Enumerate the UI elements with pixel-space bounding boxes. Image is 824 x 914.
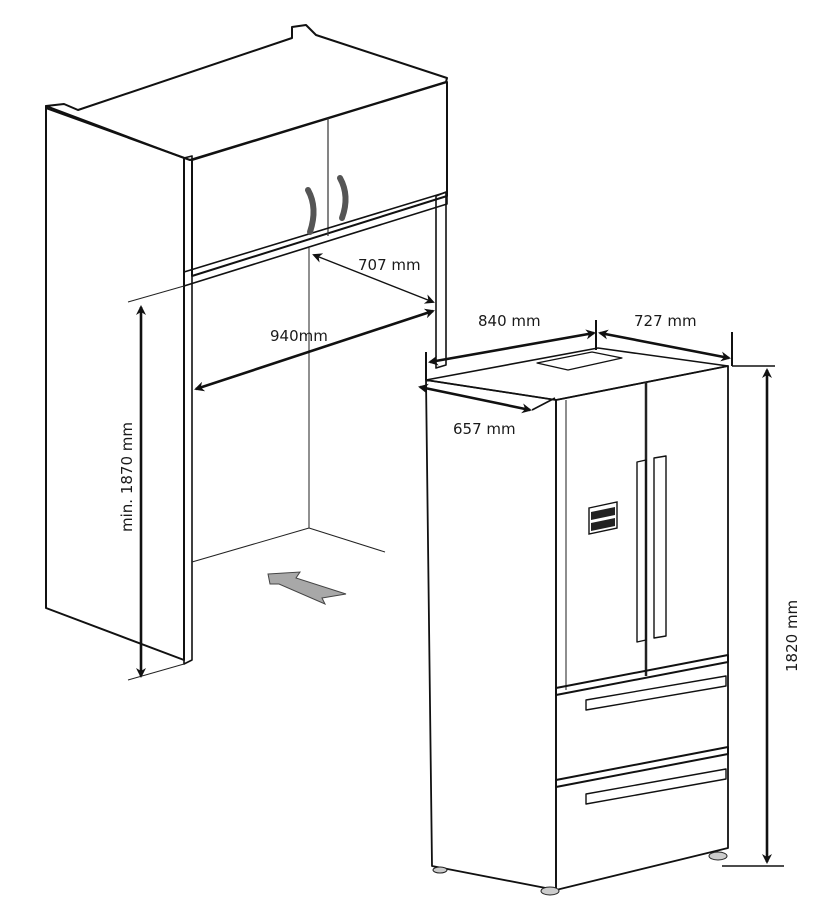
right-door-handle bbox=[653, 455, 667, 639]
fridge-width-label: 840 mm bbox=[478, 312, 541, 330]
foot-back-left bbox=[432, 866, 448, 874]
cabinet-niche bbox=[45, 24, 448, 681]
left-door-handle bbox=[636, 459, 647, 643]
door-handle-left bbox=[305, 187, 317, 235]
dim-arrow-depth bbox=[312, 253, 435, 304]
control-display bbox=[588, 501, 618, 535]
top-vent bbox=[536, 351, 623, 371]
niche-height-label: min. 1870 mm bbox=[118, 422, 136, 532]
fridge-left-side bbox=[425, 379, 557, 891]
cabinet-bottom-rail bbox=[183, 191, 448, 287]
niche-floor-right bbox=[308, 527, 386, 553]
door-handle-right bbox=[337, 175, 349, 221]
drawer-1-handle bbox=[585, 675, 727, 711]
height-ext-top bbox=[127, 285, 185, 303]
fridge-depth-body-label: 657 mm bbox=[453, 420, 516, 438]
dim-arrow-width bbox=[428, 329, 596, 366]
fridge-depth-total-label: 727 mm bbox=[634, 312, 697, 330]
fridge-front bbox=[555, 365, 729, 891]
niche-width-label: 940mm bbox=[270, 327, 328, 345]
drawer-2-top bbox=[555, 746, 729, 788]
cabinet-top bbox=[45, 24, 448, 161]
drawer-1-top bbox=[555, 654, 729, 696]
cabinet-left-side bbox=[45, 105, 185, 661]
niche-depth-label: 707 mm bbox=[358, 256, 421, 274]
cabinet-right-side-strip bbox=[435, 191, 447, 369]
niche-floor-left bbox=[191, 527, 310, 563]
ext-line-depth-body bbox=[531, 397, 556, 411]
fridge-height-label: 1820 mm bbox=[783, 600, 801, 672]
drawer-2-handle bbox=[585, 768, 727, 805]
left-side-front-edge bbox=[183, 155, 193, 665]
appliance-dimensions: 840 mm 727 mm 657 mm 1820 mm bbox=[418, 312, 801, 867]
dim-arrow-depth-body bbox=[418, 383, 532, 414]
height-ext-bottom bbox=[127, 663, 185, 681]
push-in-direction-arrow bbox=[267, 571, 347, 606]
foot-front-left bbox=[540, 886, 560, 896]
upper-cabinet-doors bbox=[191, 81, 448, 277]
niche-dimensions: 707 mm 940mm min. 1870 mm bbox=[118, 253, 435, 678]
dim-arrow-width bbox=[194, 308, 435, 392]
dim-arrow-depth-total bbox=[598, 329, 731, 362]
foot-front-right bbox=[708, 851, 728, 861]
